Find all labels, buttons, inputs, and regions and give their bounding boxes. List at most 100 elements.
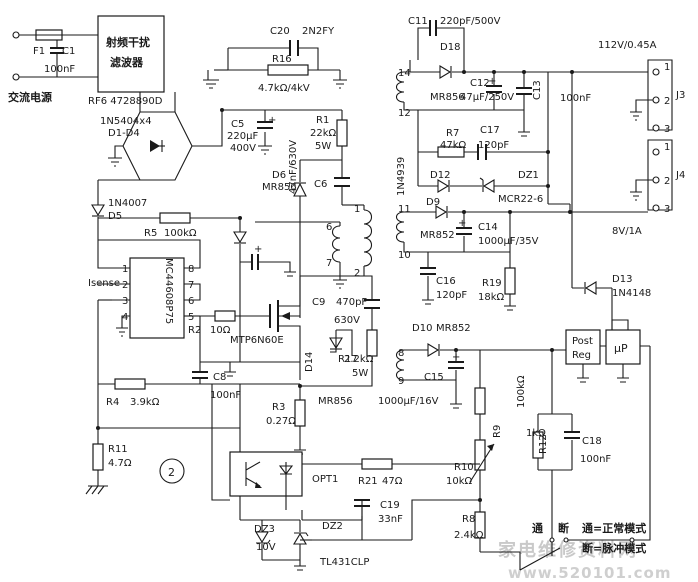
j3-pin-2: 2	[664, 96, 670, 107]
dz1-icon	[482, 179, 495, 193]
connector-j3	[647, 59, 673, 131]
post-reg-line2: Reg	[572, 350, 591, 361]
ic-pin-6: 6	[188, 296, 194, 307]
secondary-8v-icon	[395, 211, 405, 243]
r19-ref: R19	[482, 278, 502, 289]
r5-icon	[159, 212, 191, 224]
dz1-part: MCR22-6	[498, 194, 543, 205]
secondary-112v-icon	[395, 71, 405, 103]
d12-ref: D12	[430, 170, 450, 181]
j3-pin-1: 1	[664, 62, 670, 73]
d6-icon	[293, 182, 307, 197]
out-112-label: 112V/0.45A	[598, 40, 657, 51]
bridge-diode-icon	[150, 140, 160, 152]
c12-value: 47μF/250V	[460, 92, 514, 103]
transformer-primary: 1 2 6 7	[255, 204, 373, 289]
r10-icon	[474, 439, 486, 471]
snubber-c20-r16: C20 2N2FY R16 4.7kΩ/4kV	[203, 26, 347, 94]
c6-value: 47nF/630V	[288, 140, 299, 194]
j3-ground-icon	[630, 99, 653, 121]
pin-1: 1	[354, 204, 360, 215]
d18-icon	[439, 65, 452, 79]
figure-number: 2	[168, 466, 175, 479]
dz3-ref: DZ3	[254, 524, 275, 535]
d18-ref: D18	[440, 42, 460, 53]
mcu-ground-icon	[617, 364, 629, 383]
pin-10: 10	[398, 250, 411, 261]
ic-pin-1: 1	[122, 264, 128, 275]
c19-value: 33nF	[378, 514, 403, 525]
opt1-led-icon	[278, 465, 294, 475]
switch-on-mode: 通=正常模式	[582, 521, 646, 535]
ac-terminal-bottom	[12, 73, 20, 81]
dz3-icon	[255, 531, 269, 544]
ic-ground-icon	[116, 315, 130, 337]
r3-ref: R3	[272, 402, 285, 413]
c18-ref: C18	[582, 436, 602, 447]
output-8v: D9 MR852 + C14 1000μF/35V C16 120pF R19 …	[418, 72, 685, 330]
aux-output: D10 MR852 + C15 1000μF/16V Post Reg μP	[378, 319, 651, 541]
d18-part: MR856	[430, 92, 465, 103]
r7-icon	[437, 146, 465, 158]
c5-ref: C5	[231, 119, 244, 130]
fuse-label: F1	[33, 46, 45, 57]
c16-ref: C16	[436, 276, 456, 287]
aux-cap-plus: +	[254, 244, 262, 255]
dz1-ref: DZ1	[518, 170, 539, 181]
dz3-value: 10V	[256, 542, 276, 553]
c9-value: 470pF	[336, 297, 367, 308]
c20-ref: C20	[270, 26, 290, 37]
c15-plus: +	[452, 352, 460, 363]
d12-part: 1N4939	[396, 157, 407, 196]
r9-value: 100kΩ	[516, 375, 527, 408]
r11-ground-icon	[85, 485, 108, 495]
r12-icon	[532, 431, 544, 459]
j3-pin-3: 3	[664, 124, 670, 135]
r5-value: 100kΩ	[164, 228, 197, 239]
r4-icon	[114, 378, 146, 390]
r11-value: 4.7Ω	[108, 458, 132, 469]
figure-number-circle	[159, 458, 185, 484]
d14-part: MR856	[318, 396, 353, 407]
r4-value: 3.9kΩ	[130, 397, 160, 408]
c5-ground-icon	[258, 145, 272, 155]
c14-plus: +	[458, 218, 466, 229]
c5-plus: +	[268, 115, 276, 126]
c17-ref: C17	[480, 125, 500, 136]
r8-icon	[474, 511, 486, 539]
r21-ref: R21	[358, 476, 378, 487]
r16-ref: R16	[272, 54, 292, 65]
r2-icon	[214, 310, 236, 322]
r11-icon	[92, 443, 104, 471]
d13-part: 1N4148	[612, 288, 651, 299]
r21-value: 47Ω	[382, 476, 403, 487]
post-reg-ground-icon	[577, 364, 589, 383]
optocoupler-opt1: R21 47Ω OPT1	[211, 384, 470, 520]
r1-value: 22kΩ	[310, 128, 337, 139]
bridge-part: 1N5404x4	[100, 116, 152, 127]
startup-d5-r5: 1N4007 D5 R5 100kΩ	[91, 179, 242, 248]
mosfet-part: MTP6N60E	[230, 335, 284, 346]
dz2-icon	[293, 532, 307, 545]
r17-value: 2.2kΩ	[344, 354, 374, 365]
mode-switch-icon	[519, 539, 632, 571]
r17-icon	[366, 329, 378, 357]
r19-value: 18kΩ	[478, 292, 505, 303]
opt1-ref: OPT1	[312, 474, 338, 485]
ic-body	[129, 257, 185, 339]
bridge-rectifier: 1N5404x4 D1-D4	[100, 108, 224, 181]
aux-winding-icon	[331, 225, 341, 263]
pin-2: 2	[354, 268, 360, 279]
ac-terminal-top	[12, 31, 20, 39]
c20-value: 2N2FY	[302, 26, 335, 37]
c11-value: 220pF/500V	[440, 16, 501, 27]
d9-icon	[435, 205, 448, 219]
ic-pin-5: 5	[188, 312, 194, 323]
r2-value: 10Ω	[210, 325, 231, 336]
pin-8: 8	[398, 348, 404, 359]
c1-label: C1	[62, 46, 75, 57]
d5-ref: D5	[108, 211, 122, 222]
rf-filter-box	[97, 15, 165, 93]
r11-ref: R11	[108, 444, 128, 455]
